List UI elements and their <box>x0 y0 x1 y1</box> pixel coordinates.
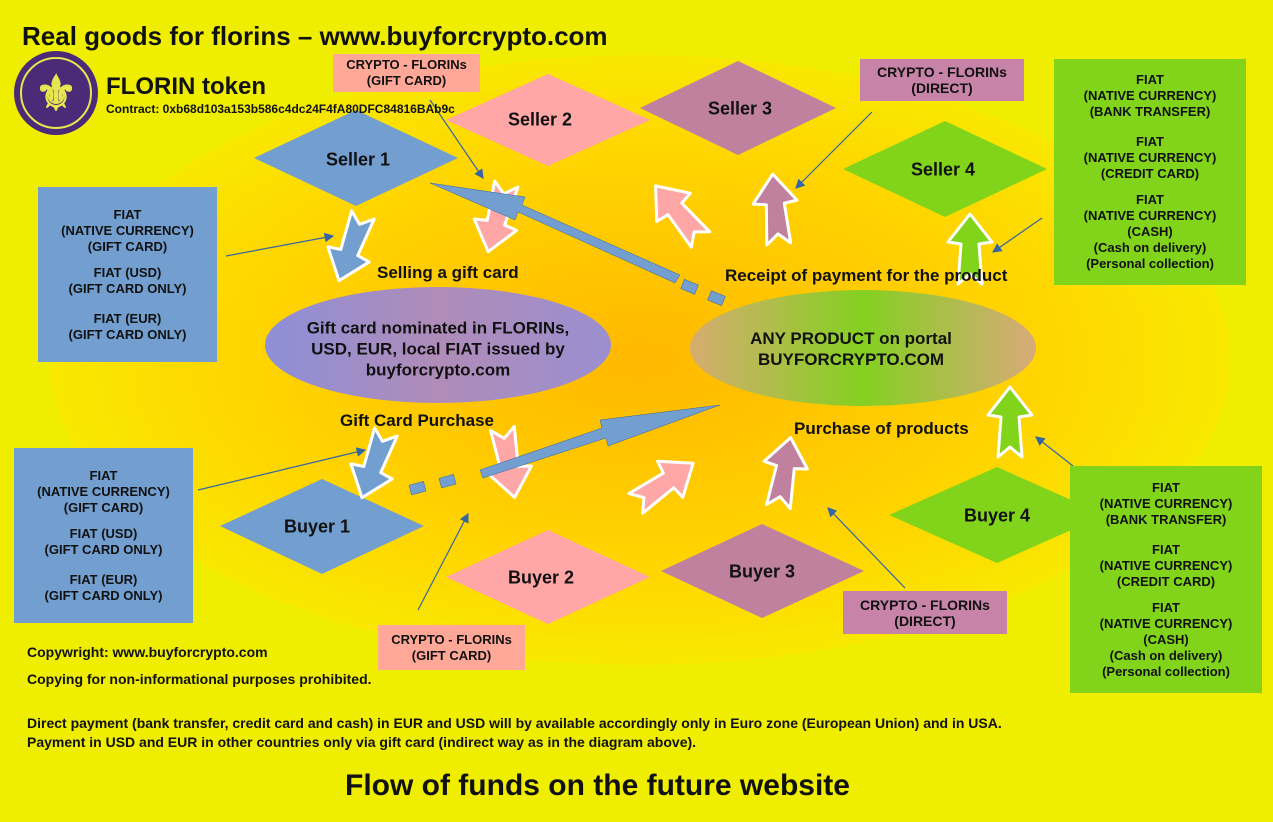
box-line: FIAT (USD) <box>69 525 138 541</box>
box-line: (Personal collection) <box>1102 663 1230 679</box>
seller-3: Seller 3 <box>707 98 773 119</box>
copying-notice: Copying for non-informational purposes p… <box>27 671 372 687</box>
box-line: (CREDIT CARD) <box>1116 573 1216 589</box>
seller-2-shape <box>446 74 650 166</box>
svg-text:⚜: ⚜ <box>34 68 77 121</box>
box-line: (Personal collection) <box>1086 256 1214 271</box>
seller-1: Seller 1 <box>325 149 391 170</box>
box-line: FIAT <box>1152 541 1180 557</box>
box-line: (NATIVE CURRENCY) <box>1083 208 1217 223</box>
crypto-direct-box-bottom: CRYPTO - FLORINs(DIRECT) <box>843 591 1007 634</box>
product-ellipse <box>690 290 1036 406</box>
seller-4-shape <box>843 121 1047 217</box>
box-line: (NATIVE CURRENCY) <box>61 222 194 238</box>
crypto-direct-box-top: CRYPTO - FLORINs(DIRECT) <box>860 59 1024 101</box>
ellipse-line: buyforcrypto.com <box>365 360 511 380</box>
box-line: (GIFT CARD ONLY) <box>44 541 163 557</box>
main-caption: Flow of funds on the future website <box>345 769 850 802</box>
buyer-1-shape <box>220 479 424 574</box>
payment-note-2: Payment in USD and EUR in other countrie… <box>27 734 697 750</box>
buyer-1: Buyer 1 <box>283 516 351 537</box>
box-line: (CREDIT CARD) <box>1100 166 1200 181</box>
box-line: (CASH) <box>1127 224 1173 239</box>
box-line: (GIFT CARD) <box>366 73 447 88</box>
ellipse-line: ANY PRODUCT on portal <box>750 329 952 348</box>
seller-1-shape <box>254 110 458 206</box>
ellipse-line: USD, EUR, local FIAT issued by <box>311 339 565 359</box>
buyer-4: Buyer 4 <box>963 505 1031 526</box>
box-line: (GIFT CARD) <box>411 647 492 663</box>
fiat-gift-card-box-buyers: FIAT(NATIVE CURRENCY)(GIFT CARD) FIAT (U… <box>14 448 193 623</box>
box-line: (NATIVE CURRENCY) <box>1083 88 1217 103</box>
box-line: (GIFT CARD) <box>87 238 168 254</box>
fiat-options-box-buyers: FIAT(NATIVE CURRENCY)(BANK TRANSFER) FIA… <box>1070 466 1262 693</box>
ellipse-line: Gift card nominated in FLORINs, <box>306 318 570 338</box>
box-line: (NATIVE CURRENCY) <box>1099 495 1233 511</box>
box-line: CRYPTO - FLORINs <box>346 57 467 72</box>
buyer-2-shape <box>446 530 650 624</box>
box-line: CRYPTO - FLORINs <box>860 596 990 613</box>
crypto-gift-card-box-bottom: CRYPTO - FLORINs(GIFT CARD) <box>378 625 525 670</box>
buyer-2: Buyer 2 <box>507 567 575 588</box>
contract-address: Contract: 0xb68d103a153b586c4dc24F4fA80D… <box>106 102 455 116</box>
box-line: FIAT <box>1152 479 1180 495</box>
box-line: (NATIVE CURRENCY) <box>1083 150 1217 165</box>
box-line: (DIRECT) <box>894 612 956 629</box>
seller-2: Seller 2 <box>507 109 573 130</box>
florin-logo <box>14 51 98 135</box>
box-line: (Cash on delivery) <box>1093 240 1207 255</box>
box-line: (DIRECT) <box>911 80 973 96</box>
box-line: FIAT <box>1136 134 1164 149</box>
box-line: FIAT (EUR) <box>69 571 138 587</box>
box-line: (CASH) <box>1143 631 1189 647</box>
box-line: FIAT <box>1152 599 1180 615</box>
label-selling-gift-card: Selling a gift card <box>377 263 519 282</box>
label-purchase-of-products: Purchase of products <box>794 419 969 438</box>
fiat-gift-card-box-sellers: FIAT(NATIVE CURRENCY)(GIFT CARD) FIAT (U… <box>38 187 217 362</box>
crypto-gift-card-box-top: CRYPTO - FLORINs(GIFT CARD) <box>333 54 480 92</box>
fiat-options-box-sellers: FIAT(NATIVE CURRENCY)(BANK TRANSFER) FIA… <box>1054 59 1246 285</box>
token-name: FLORIN token <box>106 73 266 100</box>
buyer-4-shape <box>889 467 1105 563</box>
box-line: (GIFT CARD ONLY) <box>68 280 187 296</box>
box-line: FIAT <box>113 206 142 222</box>
buyer-3: Buyer 3 <box>728 561 796 582</box>
box-line: FIAT <box>89 467 118 483</box>
box-line: CRYPTO - FLORINs <box>391 631 512 647</box>
box-line: (GIFT CARD ONLY) <box>68 326 187 342</box>
page-title: Real goods for florins – www.buyforcrypt… <box>22 21 608 51</box>
box-line: (GIFT CARD) <box>63 499 144 515</box>
seller-3-shape <box>640 61 836 155</box>
box-line: FIAT (USD) <box>93 264 162 280</box>
box-line: (GIFT CARD ONLY) <box>44 587 163 603</box>
box-line: (BANK TRANSFER) <box>1105 511 1227 527</box>
box-line: CRYPTO - FLORINs <box>877 64 1007 80</box>
box-line: FIAT <box>1136 192 1164 207</box>
box-line: (NATIVE CURRENCY) <box>1099 615 1233 631</box>
label-receipt-of-payment: Receipt of payment for the product <box>725 266 1008 285</box>
ellipse-line: BUYFORCRYPTO.COM <box>757 350 945 369</box>
box-line: (Cash on delivery) <box>1109 647 1223 663</box>
box-line: (NATIVE CURRENCY) <box>37 483 170 499</box>
gift-card-ellipse <box>265 287 611 403</box>
gift-card-ellipse-text: Gift card nominated in FLORINs,USD, EUR,… <box>307 318 570 381</box>
box-line: (BANK TRANSFER) <box>1089 104 1211 119</box>
label-gift-card-purchase: Gift Card Purchase <box>340 411 494 430</box>
box-line: (NATIVE CURRENCY) <box>1099 557 1233 573</box>
payment-note-1: Direct payment (bank transfer, credit ca… <box>27 715 1002 731</box>
seller-4: Seller 4 <box>910 159 976 180</box>
box-line: FIAT <box>1136 72 1164 87</box>
buyer-3-shape <box>661 524 864 618</box>
copyright: Copywright: www.buyforcrypto.com <box>27 644 268 660</box>
box-line: FIAT (EUR) <box>93 310 162 326</box>
